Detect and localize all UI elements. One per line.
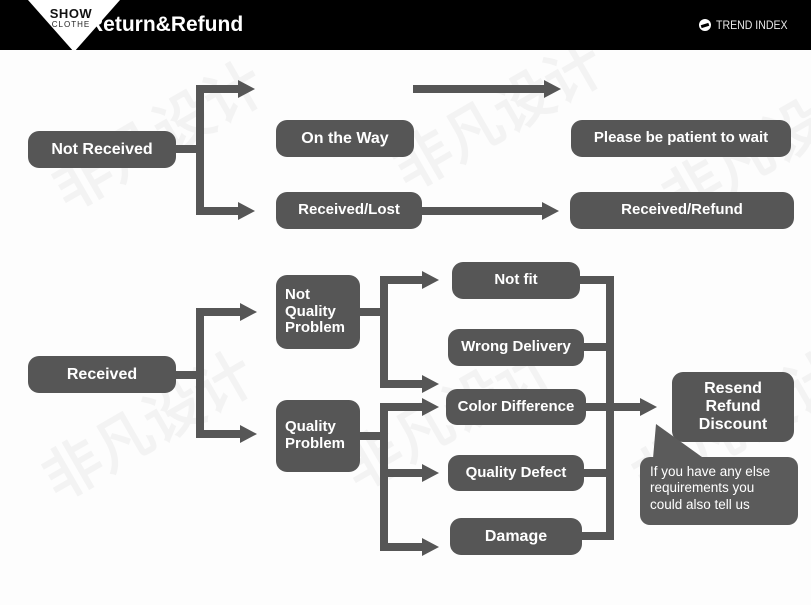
connector-line (582, 343, 614, 351)
connector-line (360, 308, 388, 316)
flowchart-canvas: 非凡设计 非凡设计 非凡设计 非凡设计 非凡设计 非凡设计 Not Receiv… (0, 50, 811, 605)
arrow-head (240, 425, 257, 443)
connector-line (380, 276, 388, 388)
triangle-logo-icon (28, 0, 120, 50)
globe-icon (698, 19, 711, 31)
node-line: Problem (285, 435, 346, 452)
page-title: Return&Refund (88, 13, 244, 36)
connector-line (421, 207, 549, 215)
logo-text-secondary: CLOTHE (51, 20, 91, 29)
connector-line (196, 430, 246, 438)
connector-line (196, 308, 204, 438)
node-received[interactable]: Received (28, 356, 176, 393)
node-line: Refund (705, 398, 761, 416)
connector-line (196, 308, 246, 316)
node-resolution[interactable]: Resend Refund Discount (672, 372, 794, 442)
node-wrong-delivery[interactable]: Wrong Delivery (448, 329, 584, 366)
connector-line (582, 469, 614, 477)
page-header: SHOW CLOTHE Return&Refund TREND INDEX (0, 0, 811, 50)
node-line: Quality (285, 418, 336, 436)
node-color-difference[interactable]: Color Difference (446, 389, 586, 425)
node-not-fit[interactable]: Not fit (452, 262, 580, 299)
connector-line (360, 432, 388, 440)
callout-note: If you have any else requirements you co… (640, 457, 798, 525)
connector-line (606, 403, 648, 411)
connector-line (176, 145, 204, 153)
connector-line (380, 543, 428, 551)
callout-line: requirements you (650, 480, 755, 496)
arrow-head (422, 538, 439, 556)
arrow-head (240, 303, 257, 321)
connector-line (584, 403, 614, 411)
connector-line (380, 469, 428, 477)
brand-badge: TREND INDEX (698, 18, 797, 32)
arrow-head (640, 398, 657, 416)
node-quality-problem[interactable]: Quality Problem (276, 400, 360, 472)
node-line: Not (285, 285, 310, 303)
connector-line (196, 207, 244, 215)
node-line: Problem (285, 319, 346, 337)
callout-line: could also tell us (650, 496, 750, 512)
node-not-quality-problem[interactable]: Not Quality Problem (276, 275, 360, 349)
arrow-head (544, 80, 561, 98)
arrow-head (422, 375, 439, 393)
connector-line (578, 276, 614, 284)
logo-text-primary: SHOW (49, 6, 93, 21)
brand-label: TREND INDEX (715, 18, 788, 32)
connector-line (196, 85, 204, 215)
connector-line (413, 85, 553, 93)
node-please-be-patient[interactable]: Please be patient to wait (571, 120, 791, 157)
arrow-head (238, 80, 255, 98)
node-damage[interactable]: Damage (450, 518, 582, 555)
node-line: Quality (285, 302, 336, 320)
connector-line (580, 532, 614, 540)
connector-line (380, 276, 428, 284)
node-not-received[interactable]: Not Received (28, 131, 176, 168)
arrow-head (422, 398, 439, 416)
node-quality-defect[interactable]: Quality Defect (448, 455, 584, 491)
node-line: Discount (698, 415, 768, 433)
connector-line (196, 85, 244, 93)
node-received-refund[interactable]: Received/Refund (570, 192, 794, 229)
connector-line (380, 403, 388, 551)
node-received-lost[interactable]: Received/Lost (276, 192, 422, 229)
arrow-head (542, 202, 559, 220)
node-on-the-way[interactable]: On the Way (276, 120, 414, 157)
arrow-head (238, 202, 255, 220)
node-line: Resend (704, 380, 762, 398)
arrow-head (422, 464, 439, 482)
connector-line (176, 371, 204, 379)
connector-line (380, 380, 428, 388)
callout-line: If you have any else (650, 464, 771, 479)
connector-line (380, 403, 428, 411)
arrow-head (422, 271, 439, 289)
